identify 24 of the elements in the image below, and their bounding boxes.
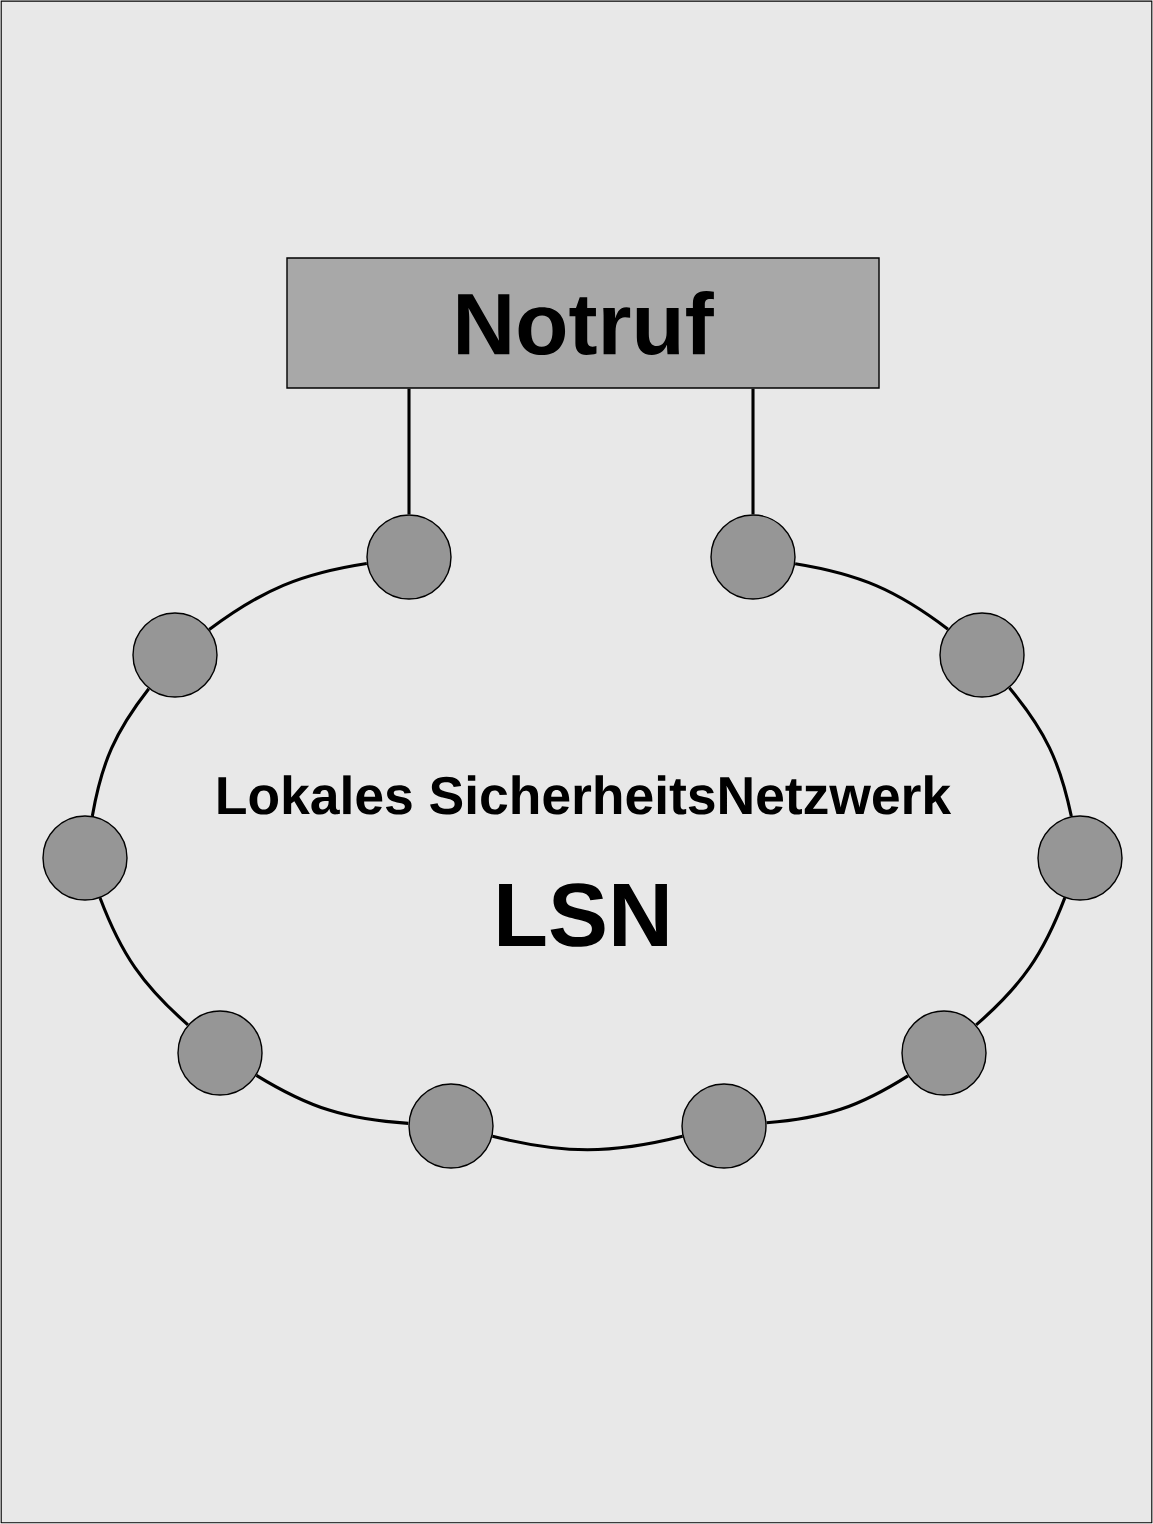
ring-line	[794, 562, 949, 631]
ring-line	[766, 1074, 909, 1125]
ring-line	[1008, 686, 1073, 817]
connector-line	[407, 388, 411, 515]
ring-line	[208, 561, 368, 631]
ring-line	[492, 1134, 683, 1152]
network-node-circle	[177, 1010, 263, 1096]
ring-line	[90, 687, 150, 817]
network-title: Lokales SicherheitsNetzwerk	[218, 775, 952, 815]
network-node-circle	[132, 612, 218, 698]
network-node-circle	[901, 1010, 987, 1096]
ring-line	[98, 897, 189, 1026]
ring-line	[975, 897, 1067, 1027]
network-node-circle	[366, 514, 452, 600]
network-node-circle	[1037, 815, 1123, 901]
network-node-circle	[42, 815, 128, 901]
network-title: LSN	[499, 883, 667, 947]
notruf-box: Notruf	[286, 257, 880, 389]
ring-line	[255, 1074, 409, 1125]
connector-line	[751, 388, 755, 515]
network-node-circle	[408, 1083, 494, 1169]
network-node-circle	[939, 612, 1025, 698]
network-node-circle	[681, 1083, 767, 1169]
network-node-circle	[710, 514, 796, 600]
